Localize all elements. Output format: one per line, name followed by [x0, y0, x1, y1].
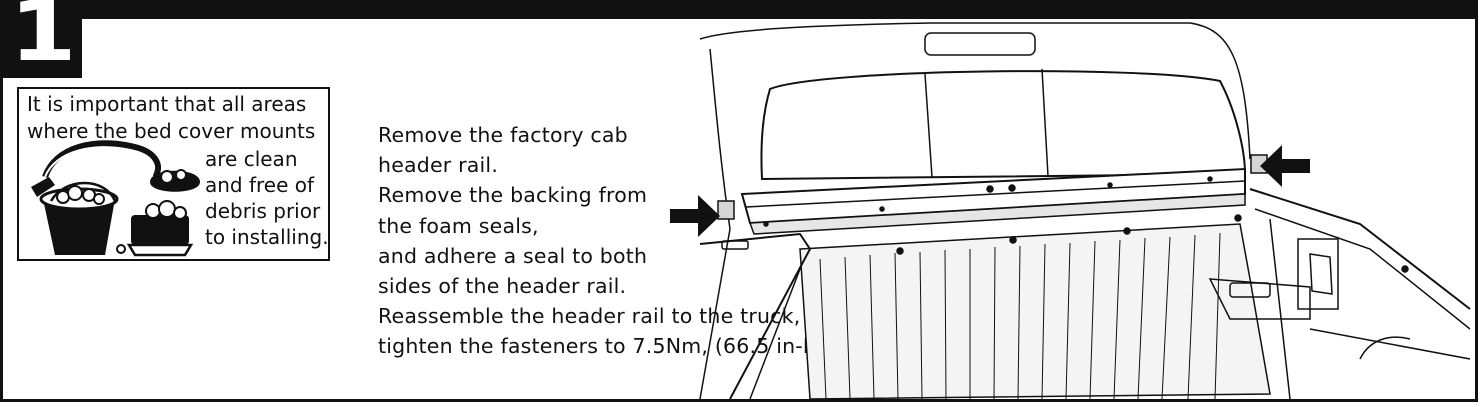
truck-bed-icon [699, 22, 1471, 399]
instruction-line-7: Reassemble the header rail to the truck, [378, 304, 801, 329]
instruction-line-2: header rail. [378, 153, 499, 178]
arrow-right-icon [1260, 145, 1310, 187]
cleaning-supplies-icon [31, 140, 200, 257]
note-line-5: debris prior [205, 199, 321, 223]
note-line-2: where the bed cover mounts [27, 119, 316, 143]
arrow-right-icon [670, 195, 720, 237]
step-badge: 1 [0, 0, 82, 78]
instructions: Remove the factory cab header rail. Remo… [378, 120, 830, 362]
cleanliness-note: It is important that all areas where the… [17, 87, 330, 261]
instruction-line-6: sides of the header rail. [378, 274, 627, 299]
truck-bed-illustration [670, 22, 1471, 399]
instruction-line-5: and adhere a seal to both [378, 243, 648, 268]
note-line-3: are clean [205, 147, 298, 171]
note-line-1: It is important that all areas [27, 92, 307, 116]
instruction-line-4: the foam seals, [378, 213, 539, 238]
note-line-4: and free of [205, 173, 315, 197]
instruction-line-3: Remove the backing from [378, 183, 648, 208]
step-number: 1 [9, 0, 77, 80]
instruction-line-1: Remove the factory cab [378, 123, 628, 147]
note-line-6: to installing. [205, 225, 329, 249]
